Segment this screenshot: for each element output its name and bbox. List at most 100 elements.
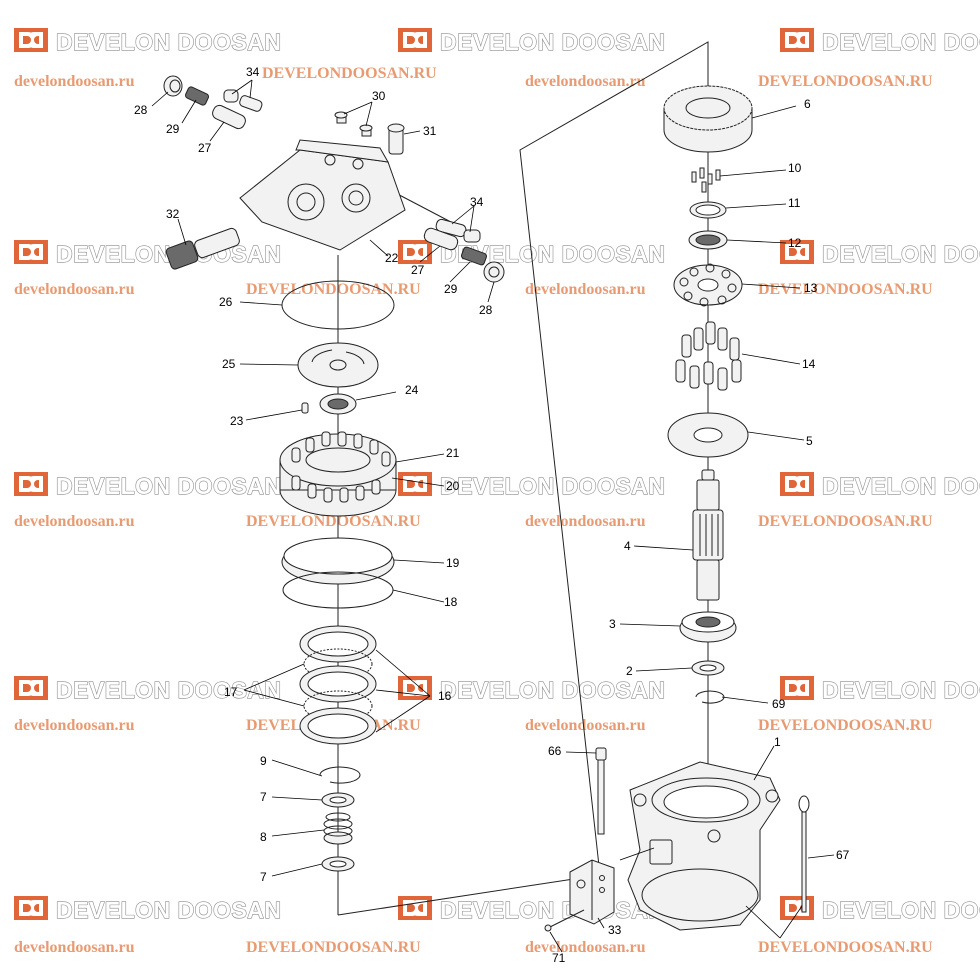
callout-11: 11 <box>788 196 801 210</box>
shaft-4 <box>692 469 724 601</box>
watermark-url: develondoosan.ru <box>14 281 135 298</box>
watermark-url: DEVELONDOOSAN.RU <box>758 717 933 734</box>
callout-29: 29 <box>444 282 458 296</box>
callout-5: 5 <box>806 434 813 448</box>
ring-gear-6 <box>663 85 753 153</box>
collar-2 <box>691 660 725 676</box>
callout-69: 69 <box>772 697 786 711</box>
piston-set-14 <box>675 321 742 391</box>
watermark-brand: DEVELON DOOSAN <box>56 473 282 499</box>
callout-4: 4 <box>624 539 631 553</box>
pins-10 <box>691 167 721 193</box>
callout-30: 30 <box>372 89 386 103</box>
callout-34: 34 <box>470 195 484 209</box>
bearing-12 <box>688 230 728 250</box>
callout-2: 2 <box>626 664 633 678</box>
callout-29: 29 <box>166 122 180 136</box>
watermark-url: develondoosan.ru <box>525 513 646 530</box>
watermark-url: DEVELONDOOSAN.RU <box>262 65 437 82</box>
watermark-logo: DEVELON DOOSAN <box>780 240 980 268</box>
watermark-logo: DEVELON DOOSAN <box>780 896 980 924</box>
callout-19: 19 <box>446 556 460 570</box>
spring-29-right <box>461 246 487 266</box>
callout-12: 12 <box>788 236 802 250</box>
watermark-logo: DEVELON DOOSAN <box>780 28 980 56</box>
callout-34: 34 <box>246 65 260 79</box>
plug-28-right <box>483 261 505 283</box>
callout-27: 27 <box>198 141 212 155</box>
dipstick-67 <box>798 795 810 913</box>
thrust-plate-5 <box>667 412 749 458</box>
watermark-url: develondoosan.ru <box>525 73 646 90</box>
watermark-logo: DEVELON DOOSAN <box>398 676 666 704</box>
valve-cartridge-32 <box>165 227 240 270</box>
ring-19 <box>281 537 395 585</box>
watermark-url: develondoosan.ru <box>14 73 135 90</box>
watermark-logo: DEVELON DOOSAN <box>14 472 282 500</box>
bearing-3 <box>679 611 737 643</box>
callout-9: 9 <box>260 754 267 768</box>
watermark-brand: DEVELON DOOSAN <box>822 29 980 55</box>
callout-18: 18 <box>444 595 458 609</box>
watermark-brand: DEVELON DOOSAN <box>440 29 666 55</box>
watermark-brand: DEVELON DOOSAN <box>822 473 980 499</box>
watermark-url: DEVELONDOOSAN.RU <box>246 939 421 956</box>
bolt-66 <box>595 747 607 835</box>
callout-23: 23 <box>230 414 244 428</box>
callout-24: 24 <box>405 383 419 397</box>
watermark-logo: DEVELON DOOSAN <box>780 472 980 500</box>
watermark-brand: DEVELON DOOSAN <box>440 677 666 703</box>
callout-17: 17 <box>224 685 238 699</box>
callout-27: 27 <box>411 263 425 277</box>
callout-16: 16 <box>438 689 452 703</box>
callout-10: 10 <box>788 161 802 175</box>
watermark-logo: DEVELON DOOSAN <box>398 896 666 924</box>
spring-8 <box>323 812 353 845</box>
plates-17-16 <box>299 625 377 745</box>
spool-27-left <box>212 104 246 130</box>
callout-26: 26 <box>219 295 233 309</box>
watermark-brand: DEVELON DOOSAN <box>440 897 666 923</box>
spool-34-left <box>223 89 263 112</box>
callout-labels: 28 29 27 34 30 31 32 22 34 27 29 28 26 2… <box>134 65 850 965</box>
watermark-brand: DEVELON DOOSAN <box>440 473 666 499</box>
callout-1: 1 <box>774 735 781 749</box>
valve-block-33 <box>569 859 615 925</box>
spool-27-right <box>423 227 459 251</box>
watermark-layer: DEVELON DOOSAN DEVELON DOOSAN DEVELON DO… <box>14 28 980 956</box>
watermark-url: DEVELONDOOSAN.RU <box>758 281 933 298</box>
callout-7: 7 <box>260 870 267 884</box>
washer-7-lower <box>321 856 355 872</box>
watermark-url: develondoosan.ru <box>14 939 135 956</box>
watermark-brand: DEVELON DOOSAN <box>56 677 282 703</box>
callout-8: 8 <box>260 830 267 844</box>
watermark-logo: DEVELON DOOSAN <box>780 676 980 704</box>
springs-20 <box>291 431 391 503</box>
valve-plate-25 <box>297 342 379 388</box>
leader-lines <box>151 79 835 953</box>
watermark-url: develondoosan.ru <box>14 513 135 530</box>
pin-23 <box>301 402 309 414</box>
callout-31: 31 <box>423 124 437 138</box>
callout-67: 67 <box>836 848 850 862</box>
callout-13: 13 <box>804 281 818 295</box>
watermark-url: DEVELONDOOSAN.RU <box>246 513 421 530</box>
snap-ring-9 <box>319 766 361 784</box>
bearing-24 <box>319 393 357 415</box>
watermark-brand: DEVELON DOOSAN <box>822 241 980 267</box>
callout-32: 32 <box>166 207 180 221</box>
watermark-brand: DEVELON DOOSAN <box>56 897 282 923</box>
washer-7-upper <box>321 792 355 808</box>
plug-31 <box>387 123 405 155</box>
callout-3: 3 <box>609 617 616 631</box>
plug-30 <box>334 111 373 137</box>
watermark-url: develondoosan.ru <box>525 939 646 956</box>
callout-14: 14 <box>802 357 816 371</box>
watermark-logo: DEVELON DOOSAN <box>14 240 282 268</box>
callout-21: 21 <box>446 446 460 460</box>
snap-ring-69 <box>695 690 725 704</box>
callout-6: 6 <box>804 97 811 111</box>
ring-11 <box>689 201 727 219</box>
callout-66: 66 <box>548 744 562 758</box>
